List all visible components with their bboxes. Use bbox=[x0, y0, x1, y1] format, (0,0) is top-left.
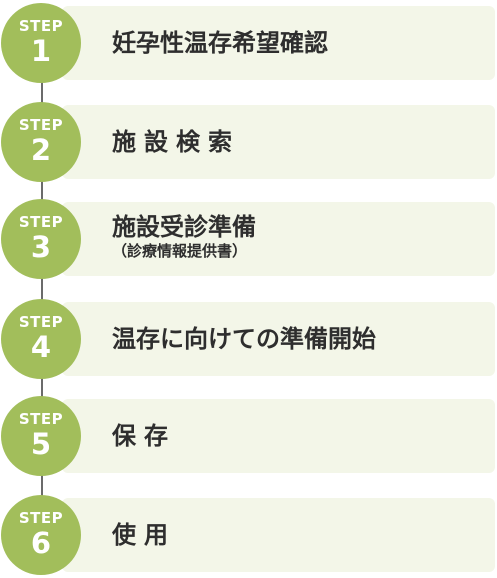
step-badge-number: 4 bbox=[30, 330, 52, 364]
step-badge-number: 2 bbox=[30, 133, 52, 167]
step-badge-label: STEP bbox=[18, 213, 64, 231]
step-item-2: STEP 2 施設検索 bbox=[0, 102, 497, 182]
step-card bbox=[62, 202, 495, 276]
step-card bbox=[62, 105, 495, 179]
step-text: 温存に向けての準備開始 bbox=[112, 299, 376, 379]
step-card bbox=[62, 399, 495, 473]
step-card bbox=[62, 498, 495, 572]
step-badge-label: STEP bbox=[18, 17, 64, 35]
step-badge-label: STEP bbox=[18, 116, 64, 134]
step-title: 施設検索 bbox=[112, 128, 240, 156]
step-badge-number: 3 bbox=[30, 230, 52, 264]
step-card bbox=[62, 6, 495, 80]
step-badge-label: STEP bbox=[18, 509, 64, 527]
step-badge: STEP 1 bbox=[1, 3, 81, 83]
step-card bbox=[62, 302, 495, 376]
step-subtitle: （診療情報提供書） bbox=[112, 242, 248, 260]
step-item-6: STEP 6 使用 bbox=[0, 495, 497, 575]
step-badge: STEP 3 bbox=[1, 199, 81, 279]
step-title: 保存 bbox=[112, 422, 176, 450]
step-badge-number: 5 bbox=[30, 427, 52, 461]
step-title: 温存に向けての準備開始 bbox=[112, 325, 376, 353]
step-badge: STEP 6 bbox=[1, 495, 81, 575]
step-badge-label: STEP bbox=[18, 410, 64, 428]
step-item-5: STEP 5 保存 bbox=[0, 396, 497, 476]
step-text: 保存 bbox=[112, 396, 176, 476]
step-title: 妊孕性温存希望確認 bbox=[112, 29, 328, 57]
step-badge-label: STEP bbox=[18, 313, 64, 331]
step-text: 施設検索 bbox=[112, 102, 240, 182]
step-badge: STEP 2 bbox=[1, 102, 81, 182]
step-badge-number: 6 bbox=[30, 526, 52, 560]
step-text: 使用 bbox=[112, 495, 176, 575]
step-badge: STEP 5 bbox=[1, 396, 81, 476]
step-title: 施設受診準備 bbox=[112, 213, 256, 241]
step-item-3: STEP 3 施設受診準備 （診療情報提供書） bbox=[0, 199, 497, 279]
step-text: 施設受診準備 （診療情報提供書） bbox=[112, 199, 256, 279]
step-badge-number: 1 bbox=[30, 34, 52, 68]
step-badge: STEP 4 bbox=[1, 299, 81, 379]
step-connector-line bbox=[41, 40, 43, 540]
step-title: 使用 bbox=[112, 521, 176, 549]
step-item-1: STEP 1 妊孕性温存希望確認 bbox=[0, 3, 497, 83]
step-text: 妊孕性温存希望確認 bbox=[112, 3, 328, 83]
step-item-4: STEP 4 温存に向けての準備開始 bbox=[0, 299, 497, 379]
